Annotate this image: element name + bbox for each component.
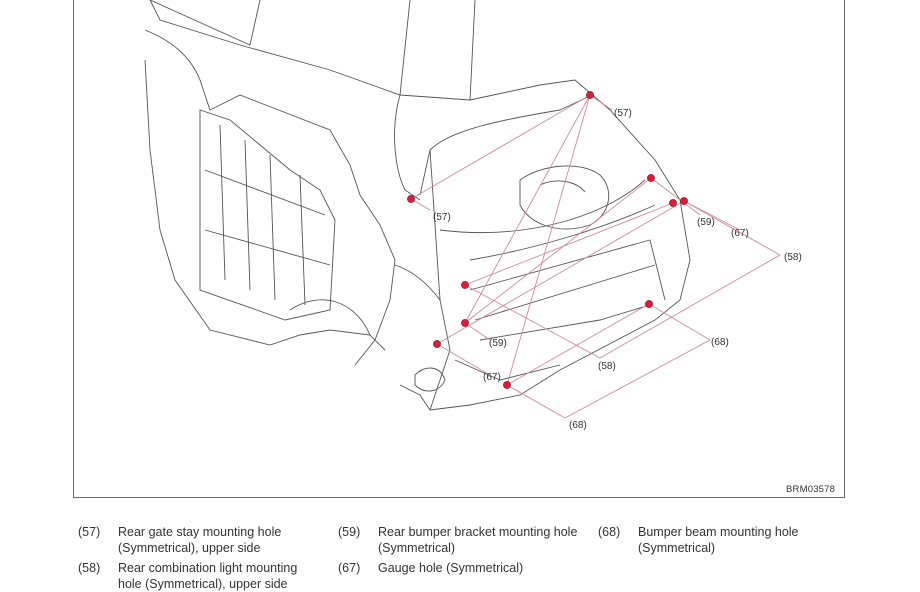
point-68-left	[503, 381, 511, 389]
legend-item-68: (68) Bumper beam mounting hole (Symmetri…	[598, 525, 838, 556]
legend-item-58: (58) Rear combination light mounting hol…	[78, 561, 318, 592]
drawing-code: BRM03578	[786, 484, 836, 495]
legend-description: Bumper beam mounting hole (Symmetrical)	[638, 525, 799, 555]
body-dimension-diagram: (57) (57) (59) (67) (58) (58) (59) (68) …	[144, 0, 802, 431]
callout-67-left: (67)	[483, 372, 501, 383]
measurement-points	[407, 91, 688, 389]
dim-line-58b	[683, 200, 781, 256]
legend-description: Gauge hole (Symmetrical)	[378, 561, 524, 575]
callout-59-left: (59)	[489, 338, 507, 349]
legend-number: (67)	[338, 561, 361, 575]
dim-line-58a	[464, 202, 674, 286]
point-57-left	[407, 195, 415, 203]
legend-description: Rear combination light mounting hole (Sy…	[118, 561, 298, 591]
callout-68-right: (68)	[711, 337, 729, 348]
legend-item-57: (57) Rear gate stay mounting hole (Symme…	[78, 525, 318, 556]
dim-line-68b	[648, 303, 711, 341]
point-59-right	[647, 174, 655, 182]
dim-line-67c	[683, 200, 741, 231]
callout-58-right: (58)	[784, 252, 802, 263]
dim-line-68e	[506, 94, 591, 386]
point-57-right	[586, 91, 594, 99]
dim-line-59b	[464, 94, 591, 324]
point-67-left	[433, 340, 441, 348]
callout-68-left: (68)	[569, 420, 587, 431]
legend-number: (58)	[78, 561, 101, 575]
legend-item-67: (67) Gauge hole (Symmetrical)	[338, 561, 578, 577]
dim-line-68c	[506, 384, 566, 419]
callout-labels: (57) (57) (59) (67) (58) (58) (59) (68) …	[433, 108, 802, 431]
dim-line-58c	[464, 284, 601, 359]
legend-item-59: (59) Rear bumper bracket mounting hole (…	[338, 525, 578, 556]
legend-number: (57)	[78, 525, 101, 539]
callout-67-right: (67)	[731, 228, 749, 239]
callout-57-right: (57)	[614, 108, 632, 119]
legend-number: (68)	[598, 525, 621, 539]
dim-line-68d	[564, 339, 711, 419]
legend-description: Rear gate stay mounting hole (Symmetrica…	[118, 525, 282, 555]
callout-58-left: (58)	[598, 361, 616, 372]
legend-number: (59)	[338, 525, 361, 539]
dim-line-67b	[436, 343, 491, 376]
dim-line-57b	[589, 94, 613, 111]
dim-line-59a	[464, 177, 652, 324]
dim-line-59d	[650, 177, 701, 216]
point-59-left	[461, 319, 469, 327]
point-58-left	[461, 281, 469, 289]
dimension-lines	[410, 94, 781, 419]
callout-59-right: (59)	[697, 217, 715, 228]
dim-line-57	[410, 94, 591, 200]
figure-frame	[73, 0, 845, 498]
dim-line-67a	[436, 200, 685, 345]
point-58-right	[669, 199, 677, 207]
point-68-right	[645, 300, 653, 308]
legend-description: Rear bumper bracket mounting hole (Symme…	[378, 525, 578, 555]
callout-57-left: (57)	[433, 212, 451, 223]
dim-line-68a	[506, 303, 650, 386]
point-67-right	[680, 197, 688, 205]
dim-line-58d	[599, 254, 781, 359]
vehicle-body-drawing	[144, 0, 691, 411]
